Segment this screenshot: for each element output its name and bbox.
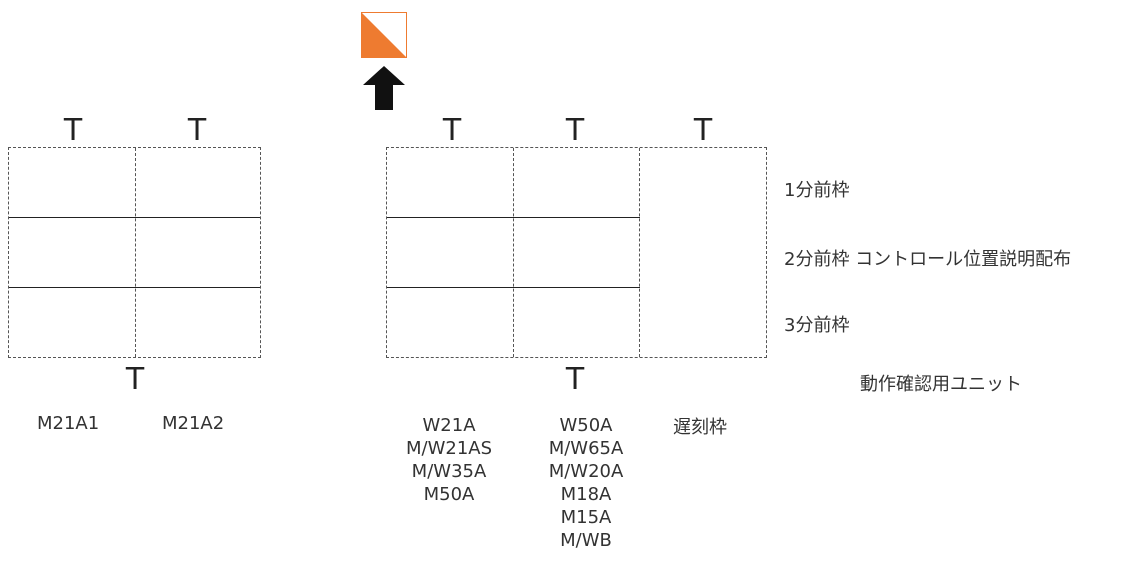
late-frame-label: 遅刻枠 — [673, 417, 727, 438]
course-list-lane-1: W21A M/W21AS M/W35A M50A — [406, 414, 492, 506]
course-label: W21A — [422, 415, 476, 436]
course-label: M15A — [560, 507, 612, 528]
t-mark: T — [442, 113, 462, 148]
lane-divider — [513, 148, 514, 357]
course-label: M/WB — [560, 530, 612, 551]
t-mark: T — [693, 113, 713, 148]
lane-divider — [639, 148, 640, 357]
course-label: M/W21AS — [405, 438, 493, 459]
left-lane-grid — [8, 147, 261, 358]
right-lane-grid — [386, 147, 767, 358]
t-mark: T — [565, 362, 585, 397]
row-divider — [387, 217, 640, 218]
up-arrow-icon — [363, 66, 405, 110]
course-label-m21a1: M21A1 — [37, 413, 100, 434]
course-label: W50A — [559, 415, 613, 436]
row-divider — [9, 287, 260, 288]
row-divider — [387, 287, 640, 288]
t-mark: T — [565, 113, 585, 148]
course-list-lane-2: W50A M/W65A M/W20A M18A M15A M/WB — [549, 414, 624, 552]
t-mark: T — [125, 362, 145, 397]
course-label: M18A — [560, 484, 612, 505]
course-label: M/W20A — [548, 461, 624, 482]
row-divider — [9, 217, 260, 218]
row-label-3min: 3分前枠 — [784, 315, 850, 336]
t-mark: T — [63, 113, 83, 148]
t-mark: T — [187, 113, 207, 148]
control-flag-icon — [361, 12, 407, 58]
course-label: M/W65A — [548, 438, 624, 459]
test-unit-label: 動作確認用ユニット — [860, 374, 1022, 395]
course-label: M/W35A — [411, 461, 487, 482]
lane-divider — [135, 148, 136, 357]
row-label-2min: 2分前枠 コントロール位置説明配布 — [784, 249, 1072, 270]
course-label-m21a2: M21A2 — [162, 413, 225, 434]
row-label-1min: 1分前枠 — [784, 180, 850, 201]
course-label: M50A — [423, 484, 475, 505]
